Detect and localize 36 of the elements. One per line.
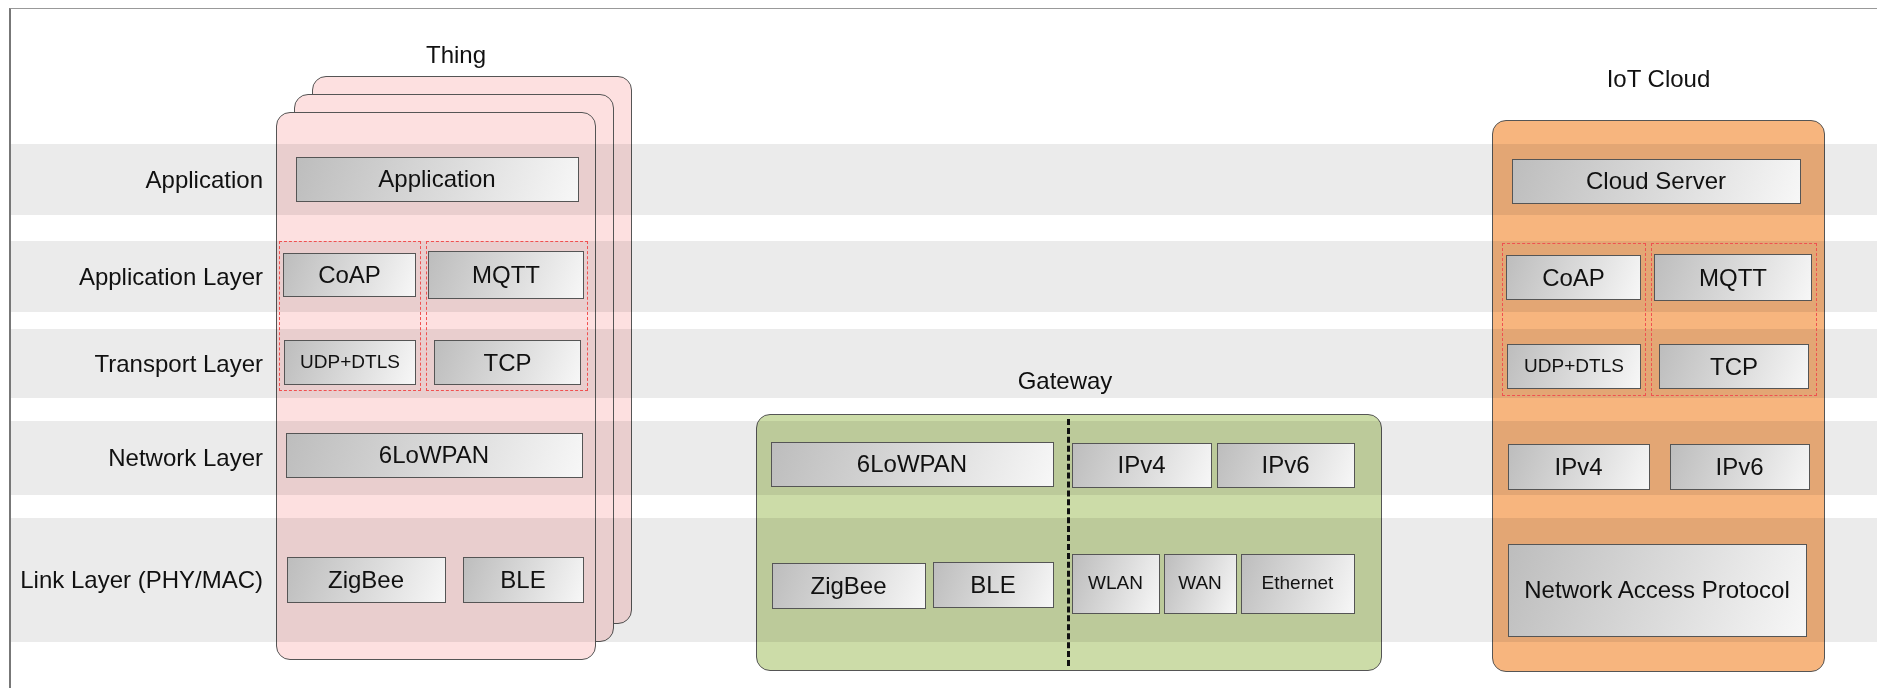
protocol-box: 6LoWPAN [285,432,583,478]
protocol-box: Network Access Protocol [1507,543,1807,637]
protocol-box: TCP [434,340,581,385]
layer-label: Application [145,164,263,195]
dashed-group-box [1501,242,1646,396]
protocol-box: ZigBee [771,562,926,609]
dashed-group-box [278,240,421,391]
protocol-box: 6LoWPAN [770,441,1054,487]
protocol-box: MQTT [1654,254,1812,301]
protocol-box: TCP [1659,344,1809,389]
protocol-box: WAN [1163,553,1237,614]
protocol-box: MQTT [428,251,584,299]
protocol-box: UDP+DTLS [284,340,416,385]
protocol-box: IPv6 [1216,442,1355,488]
protocol-box: BLE [462,556,584,603]
layer-label: Link Layer (PHY/MAC) [20,565,263,596]
protocol-box: CoAP [283,253,416,297]
dashed-group-box [1650,242,1817,396]
protocol-box: Application [295,156,579,202]
layer-label: Network Layer [108,443,263,474]
protocol-box: IPv4 [1507,443,1650,490]
layer-label: Transport Layer [94,348,263,379]
protocol-box: IPv6 [1669,443,1810,490]
card-title: IoT Cloud [1605,65,1712,93]
protocol-box: Cloud Server [1511,158,1801,204]
card-title: Gateway [1016,367,1114,395]
protocol-box: CoAP [1506,255,1641,300]
protocol-box: UDP+DTLS [1507,344,1641,389]
protocol-box: BLE [932,561,1054,608]
card-title: Thing [424,41,487,69]
dashed-group-box [425,240,588,391]
protocol-box: ZigBee [286,556,446,603]
layer-label: Application Layer [78,261,263,292]
protocol-box: Ethernet [1240,553,1355,614]
protocol-box: IPv4 [1071,442,1212,488]
protocol-box: WLAN [1071,553,1160,614]
